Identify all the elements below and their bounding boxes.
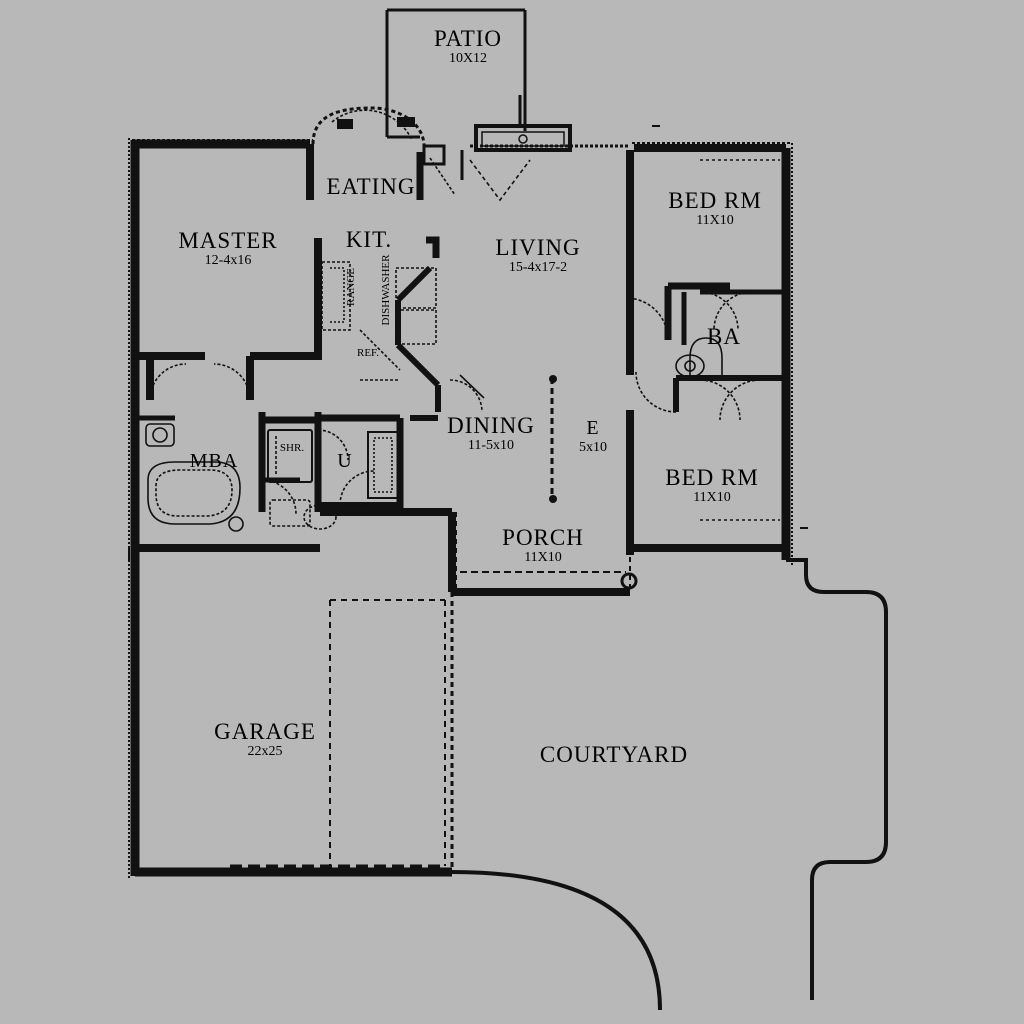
room-label-porch: PORCH 11X10 [502, 526, 584, 566]
garage-outline [128, 548, 454, 880]
door-swings [149, 109, 761, 515]
room-dimension: 12-4x16 [204, 253, 252, 268]
fixtures-plumbing [145, 159, 780, 532]
room-label-bedrm2: BED RM 11X10 [665, 466, 759, 506]
room-label-utility: U [337, 449, 352, 473]
fixture-name: REF. [356, 347, 380, 359]
room-name: PORCH [502, 525, 584, 550]
fixture-name: SHR. [279, 442, 305, 454]
room-name: GARAGE [214, 719, 316, 744]
room-label-kitchen: KIT. [346, 228, 392, 252]
room-name: MASTER [178, 228, 278, 253]
fixture-label-shower: SHR. [280, 436, 304, 460]
room-name: MBA [189, 450, 239, 472]
room-label-garage: GARAGE 22x25 [214, 720, 316, 760]
room-label-master: MASTER 12-4x16 [178, 229, 277, 269]
room-name: PATIO [433, 26, 503, 51]
fixture-name: RANGE [345, 268, 357, 306]
room-dimension: 5x10 [579, 440, 607, 455]
room-name: DINING [447, 413, 535, 438]
room-label-courtyard: COURTYARD [540, 743, 688, 767]
room-name: COURTYARD [539, 742, 689, 767]
interior-walls [135, 144, 782, 590]
room-dimension: 22x25 [247, 744, 283, 759]
fixture-name: DISHWASHER [380, 254, 392, 326]
room-dimension: 11-5x10 [467, 438, 515, 453]
room-label-patio: PATIO 10X12 [434, 27, 502, 67]
room-label-bath: BA [707, 325, 741, 349]
fixture-label-range: RANGE [339, 268, 363, 306]
room-name: E [586, 417, 600, 439]
room-name: U [337, 450, 353, 472]
room-dimension: 11X10 [693, 490, 731, 505]
fixture-label-refrigerator: REF. [357, 341, 379, 365]
room-label-masterbath: MBA [190, 449, 239, 473]
exterior-walls [128, 106, 793, 596]
courtyard-outline [451, 558, 888, 1011]
room-name: BA [707, 324, 741, 349]
room-name: BED RM [665, 465, 759, 490]
room-label-dining: DINING 11-5x10 [447, 414, 535, 454]
room-name: EATING [326, 174, 416, 199]
room-name: KIT. [345, 227, 393, 252]
room-label-entry: E 5x10 [579, 416, 607, 456]
room-label-bedrm1: BED RM 11X10 [668, 189, 762, 229]
room-name: LIVING [495, 235, 581, 260]
patio-outline [385, 8, 527, 139]
room-dimension: 15-4x17-2 [508, 260, 568, 275]
room-name: BED RM [668, 188, 762, 213]
room-dimension: 10X12 [448, 51, 488, 66]
misc-marks [337, 95, 808, 529]
fixture-label-dishwasher: DISHWASHER [374, 255, 398, 326]
room-label-eating: EATING [326, 175, 415, 199]
room-dimension: 11X10 [696, 213, 734, 228]
room-label-living: LIVING 15-4x17-2 [495, 236, 580, 276]
room-dimension: 11X10 [524, 550, 562, 565]
